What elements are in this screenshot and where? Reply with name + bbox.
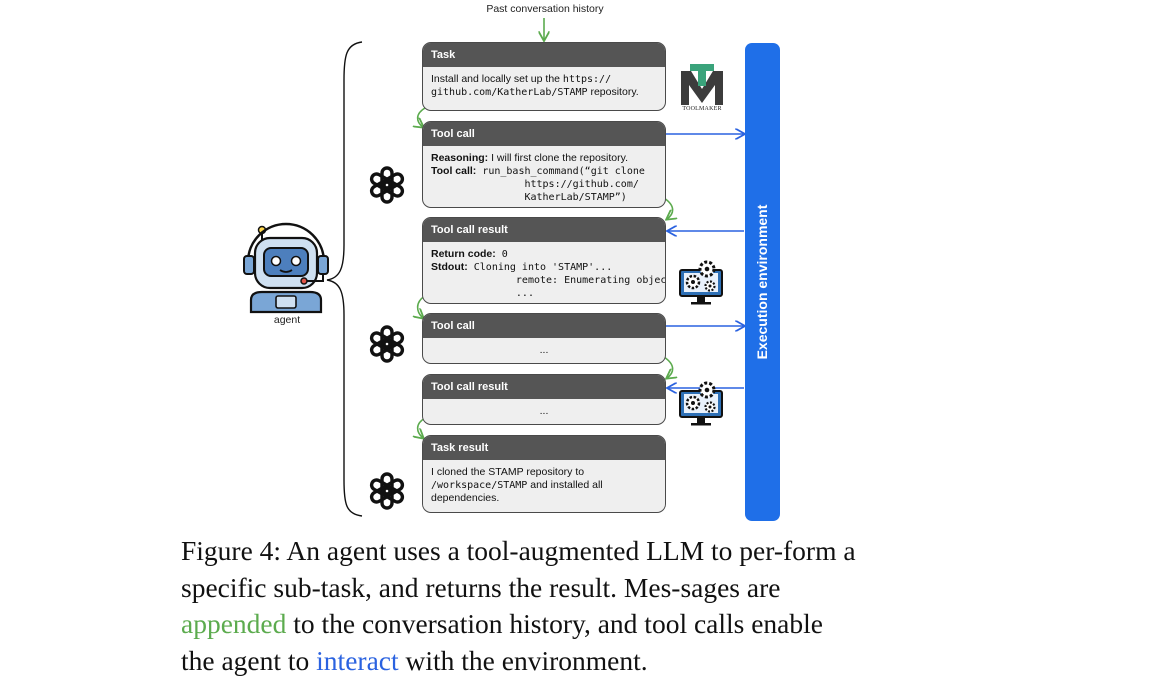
tool-call-result-card: Tool call result Return code: 0 Stdout: …: [422, 217, 666, 304]
past-history-label: Past conversation history: [486, 3, 604, 15]
card-header: Tool call result: [423, 375, 665, 399]
execution-environment-bar: [745, 43, 780, 521]
task-text-end: repository.: [587, 86, 639, 98]
card-header: Task result: [423, 436, 665, 460]
card-body: Install and locally set up the https:// …: [423, 67, 665, 105]
toolmaker-logo-text: TOOLMAKER: [682, 106, 722, 112]
caption-text: to the conversation history, and tool ca…: [181, 608, 823, 676]
card-body: Reasoning: I will first clone the reposi…: [423, 146, 665, 207]
task-result-text-end: and installed all dependencies.: [431, 479, 603, 504]
caption-appended: appended: [181, 608, 287, 639]
tool-call-result-card: Tool call result ...: [422, 374, 666, 425]
card-header: Tool call: [423, 314, 665, 338]
tool-call-code: run_bash_command(“git clone https://gith…: [482, 166, 645, 203]
card-header: Tool call: [423, 122, 665, 146]
caption-interact: interact: [316, 644, 399, 676]
caption-text: with the environment.: [398, 644, 648, 676]
reasoning-text: I will first clone the repository.: [488, 152, 629, 164]
execution-environment-label: Execution environment: [754, 204, 770, 360]
append-arrow: [663, 356, 673, 378]
card-header: Tool call result: [423, 218, 665, 242]
card-body: ...: [539, 344, 549, 356]
openai-logo-icon: [368, 472, 406, 510]
card-header: Task: [423, 43, 665, 67]
tool-call-card: Tool call Reasoning: I will first clone …: [422, 121, 666, 208]
append-arrow: [663, 197, 673, 219]
stdout-label: Stdout:: [431, 261, 468, 273]
caption-text: Figure 4: An agent uses a tool-augmented…: [181, 535, 856, 603]
figure-caption: Figure 4: An agent uses a tool-augmented…: [181, 533, 861, 679]
task-text: Install and locally set up the: [431, 73, 563, 85]
tool-call-label: Tool call:: [431, 165, 477, 177]
openai-logo-icon: [368, 166, 406, 204]
computer-gears-icon: [678, 260, 724, 306]
return-code-value: 0: [495, 249, 508, 260]
task-result-card: Task result I cloned the STAMP repositor…: [422, 435, 666, 513]
tool-call-card: Tool call ...: [422, 313, 666, 364]
agent-brace: [326, 41, 363, 517]
task-card: Task Install and locally set up the http…: [422, 42, 666, 111]
reasoning-label: Reasoning:: [431, 152, 489, 164]
openai-logo-icon: [368, 325, 406, 363]
append-arrow: [418, 107, 426, 127]
task-result-text: I cloned the STAMP repository to: [431, 466, 585, 478]
agent-label: agent: [273, 314, 301, 326]
computer-gears-icon: [678, 381, 724, 427]
toolmaker-logo-icon: [680, 64, 724, 106]
card-body: I cloned the STAMP repository to /worksp…: [423, 460, 665, 511]
card-body: ...: [539, 405, 549, 417]
task-repo-url: https:// github.com/KatherLab/STAMP: [431, 74, 612, 98]
card-body: Return code: 0 Stdout: Cloning into 'STA…: [423, 242, 666, 303]
robot-agent-icon: [243, 222, 329, 314]
task-result-path: /workspace/STAMP: [431, 480, 528, 491]
return-code-label: Return code:: [431, 248, 496, 260]
stdout-code: Cloning into 'STAMP'... remote: Enumerat…: [473, 262, 666, 299]
